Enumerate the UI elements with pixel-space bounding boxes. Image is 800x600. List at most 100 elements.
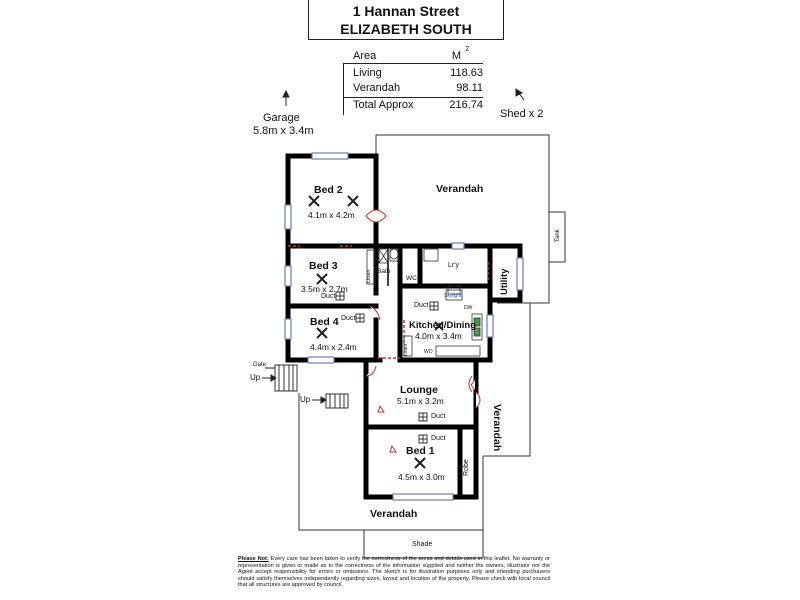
kitchen-size: 4.0m x 3.4m bbox=[415, 331, 462, 341]
linen-label: Linen bbox=[403, 343, 409, 356]
fan-bed2 bbox=[308, 195, 359, 207]
duct-icon bbox=[429, 301, 439, 311]
steps-lounge bbox=[325, 393, 349, 409]
bed3-size: 3.5m x 2.7m bbox=[301, 284, 348, 294]
fan-bed4 bbox=[316, 327, 328, 339]
area-row-total: Total Approx 216.74 bbox=[353, 99, 483, 115]
gate-label: Gate bbox=[253, 362, 267, 368]
area-table: Area M 2 Living 118.63 Verandah 98.11 To… bbox=[333, 45, 483, 115]
shade-outline bbox=[363, 529, 484, 559]
window bbox=[486, 314, 494, 338]
verandah-right-outline bbox=[483, 302, 531, 457]
bed3-name: Bed 3 bbox=[309, 260, 338, 272]
shower bbox=[378, 248, 389, 264]
garage-size: 5.8m x 3.4m bbox=[253, 125, 314, 137]
disclaimer-heading: Please Not: bbox=[238, 556, 269, 562]
area-head-unit: M bbox=[451, 50, 461, 62]
bed2-size: 4.1m x 4.2m bbox=[308, 210, 355, 220]
tank-label: Tank bbox=[555, 229, 561, 242]
door-verandah bbox=[475, 391, 481, 409]
verandah-top-label: Verandah bbox=[436, 183, 484, 195]
door-lounge-arrow bbox=[470, 379, 476, 391]
dw-label: DW bbox=[464, 305, 473, 311]
door-bed4 bbox=[369, 305, 381, 321]
area-unit-superscript: 2 bbox=[465, 46, 469, 53]
area-row-value: 118.63 bbox=[450, 67, 483, 79]
window bbox=[284, 318, 292, 340]
kitchen-name: Kitchen/Dining bbox=[409, 320, 477, 331]
window bbox=[311, 152, 349, 160]
duct-icon bbox=[418, 434, 428, 444]
door-lounge bbox=[365, 365, 377, 377]
bed4-size: 4.4m x 2.4m bbox=[310, 342, 357, 352]
duct-label: Duct bbox=[431, 413, 446, 420]
kitchen-sink bbox=[471, 313, 483, 341]
door-east-lounge bbox=[468, 375, 473, 393]
window bbox=[284, 204, 292, 230]
toilet-bowl bbox=[389, 248, 399, 260]
window bbox=[284, 265, 292, 287]
window bbox=[392, 493, 454, 501]
area-row-value: 216.74 bbox=[449, 99, 483, 111]
area-row-value: 98.11 bbox=[456, 82, 483, 94]
lounge-name: Lounge bbox=[400, 384, 438, 396]
area-head-label: Area bbox=[353, 50, 377, 62]
utility-label: Utility bbox=[499, 268, 510, 295]
verandah-right-label: Verandah bbox=[491, 404, 503, 452]
linen-bath bbox=[366, 249, 376, 285]
fan-bed3 bbox=[316, 273, 328, 285]
up-label: Up bbox=[250, 373, 261, 382]
address-line2: ELIZABETH SOUTH bbox=[340, 21, 472, 37]
area-table-head: Area M 2 bbox=[353, 46, 483, 66]
window bbox=[516, 257, 524, 291]
laundry-trough bbox=[423, 248, 439, 262]
linen-label: Linen bbox=[366, 269, 372, 283]
shed-arrow-head bbox=[515, 88, 523, 97]
skylight-outline bbox=[445, 289, 463, 301]
area-table-rule bbox=[343, 97, 483, 98]
shade-label: Shade bbox=[412, 541, 433, 548]
steps-gate bbox=[274, 364, 298, 392]
laundry-label: Lr'y bbox=[448, 262, 460, 269]
bath-label: Bath bbox=[377, 268, 391, 275]
duct-icon bbox=[335, 291, 345, 301]
garage-arrow-head bbox=[282, 89, 290, 98]
address-title-box: 1 Hannan Street ELIZABETH SOUTH bbox=[308, 0, 504, 40]
area-table-rule bbox=[343, 63, 483, 64]
range-hood bbox=[447, 285, 461, 295]
door-lounge-marker bbox=[377, 404, 385, 413]
verandah-bottom-label: Verandah bbox=[370, 508, 418, 520]
wo-label: WO bbox=[424, 349, 433, 355]
duct-icon bbox=[355, 313, 365, 323]
wall-bed2 bbox=[285, 153, 379, 249]
garage-label: Garage bbox=[263, 112, 300, 124]
duct-label: Duct bbox=[321, 293, 336, 300]
robe-label: Robe bbox=[463, 459, 470, 476]
duct-label: Duct bbox=[341, 315, 356, 322]
bed2-name: Bed 2 bbox=[314, 184, 343, 196]
area-table-divider bbox=[343, 63, 344, 115]
kitchen-bench bbox=[435, 345, 481, 357]
area-row-verandah: Verandah 98.11 bbox=[353, 82, 483, 98]
shed-label: Shed x 2 bbox=[500, 108, 544, 120]
area-row-label: Living bbox=[353, 67, 382, 79]
door-bed1-marker bbox=[389, 444, 397, 453]
bed4-name: Bed 4 bbox=[310, 316, 339, 328]
door-bed2 bbox=[365, 209, 387, 223]
area-row-living: Living 118.63 bbox=[353, 67, 483, 83]
area-row-label: Verandah bbox=[353, 82, 401, 94]
disclaimer: Please Not: Every care has been taken to… bbox=[238, 556, 550, 600]
fan-kitchen bbox=[434, 321, 444, 331]
duct-label: Duct bbox=[431, 435, 446, 442]
area-row-label: Total Approx bbox=[353, 99, 414, 111]
fan-bed1 bbox=[414, 457, 426, 469]
duct-label: Duct bbox=[414, 302, 429, 309]
skylight-label: Skylight bbox=[444, 293, 462, 299]
window bbox=[451, 242, 465, 250]
duct-icon bbox=[418, 412, 428, 422]
bed1-size: 4.5m x 3.0m bbox=[398, 472, 445, 482]
linen-cupboard bbox=[403, 335, 413, 357]
disclaimer-text: Every care has been taken to verify the … bbox=[238, 556, 550, 589]
up-label: Up bbox=[300, 395, 311, 404]
